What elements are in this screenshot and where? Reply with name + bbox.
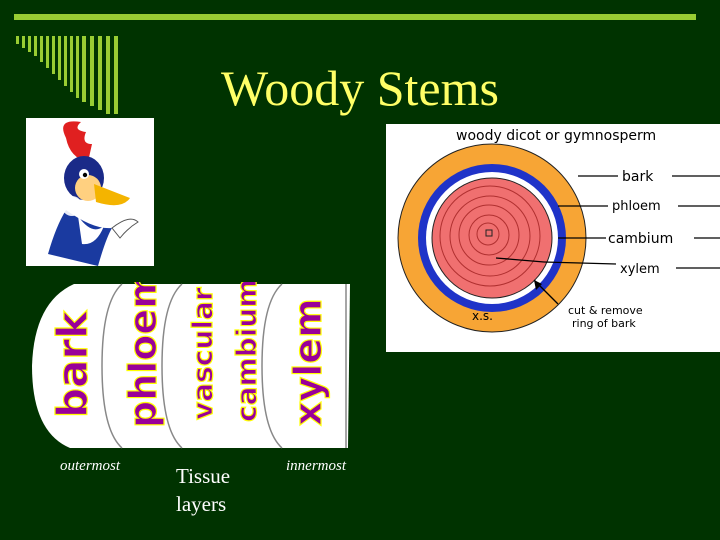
caption-tissue-layers: Tissue layers — [176, 462, 266, 518]
tissue-word-vascular: vascular — [186, 287, 219, 420]
caption-outermost: outermost — [60, 458, 120, 474]
tissue-layers-graphic: bark phloem vascular cambium xylem — [32, 282, 350, 449]
diagram-title: woody dicot or gymnosperm — [456, 128, 656, 144]
label-cut-line2: ring of bark — [572, 317, 636, 330]
label-cut-line1: cut & remove — [568, 304, 643, 317]
caption-tissue-line2: layers — [176, 492, 227, 516]
label-xs: x.s. — [472, 309, 493, 323]
tissue-word-bark: bark — [48, 310, 97, 418]
tissue-word-phloem: phloem — [121, 282, 165, 428]
slide-title: Woody Stems — [221, 60, 499, 116]
tissue-word-cambium: cambium — [230, 282, 263, 422]
label-cambium: cambium — [608, 231, 673, 247]
label-phloem: phloem — [612, 199, 661, 214]
caption-innermost: innermost — [286, 458, 346, 474]
tissue-word-xylem: xylem — [286, 298, 330, 426]
caption-tissue-line1: Tissue — [176, 464, 231, 488]
woodpecker-cartoon — [26, 118, 154, 266]
label-bark: bark — [622, 169, 654, 185]
label-xylem: xylem — [620, 262, 660, 277]
stem-cross-section-diagram: woody dicot or gymnosperm bark — [386, 124, 720, 352]
